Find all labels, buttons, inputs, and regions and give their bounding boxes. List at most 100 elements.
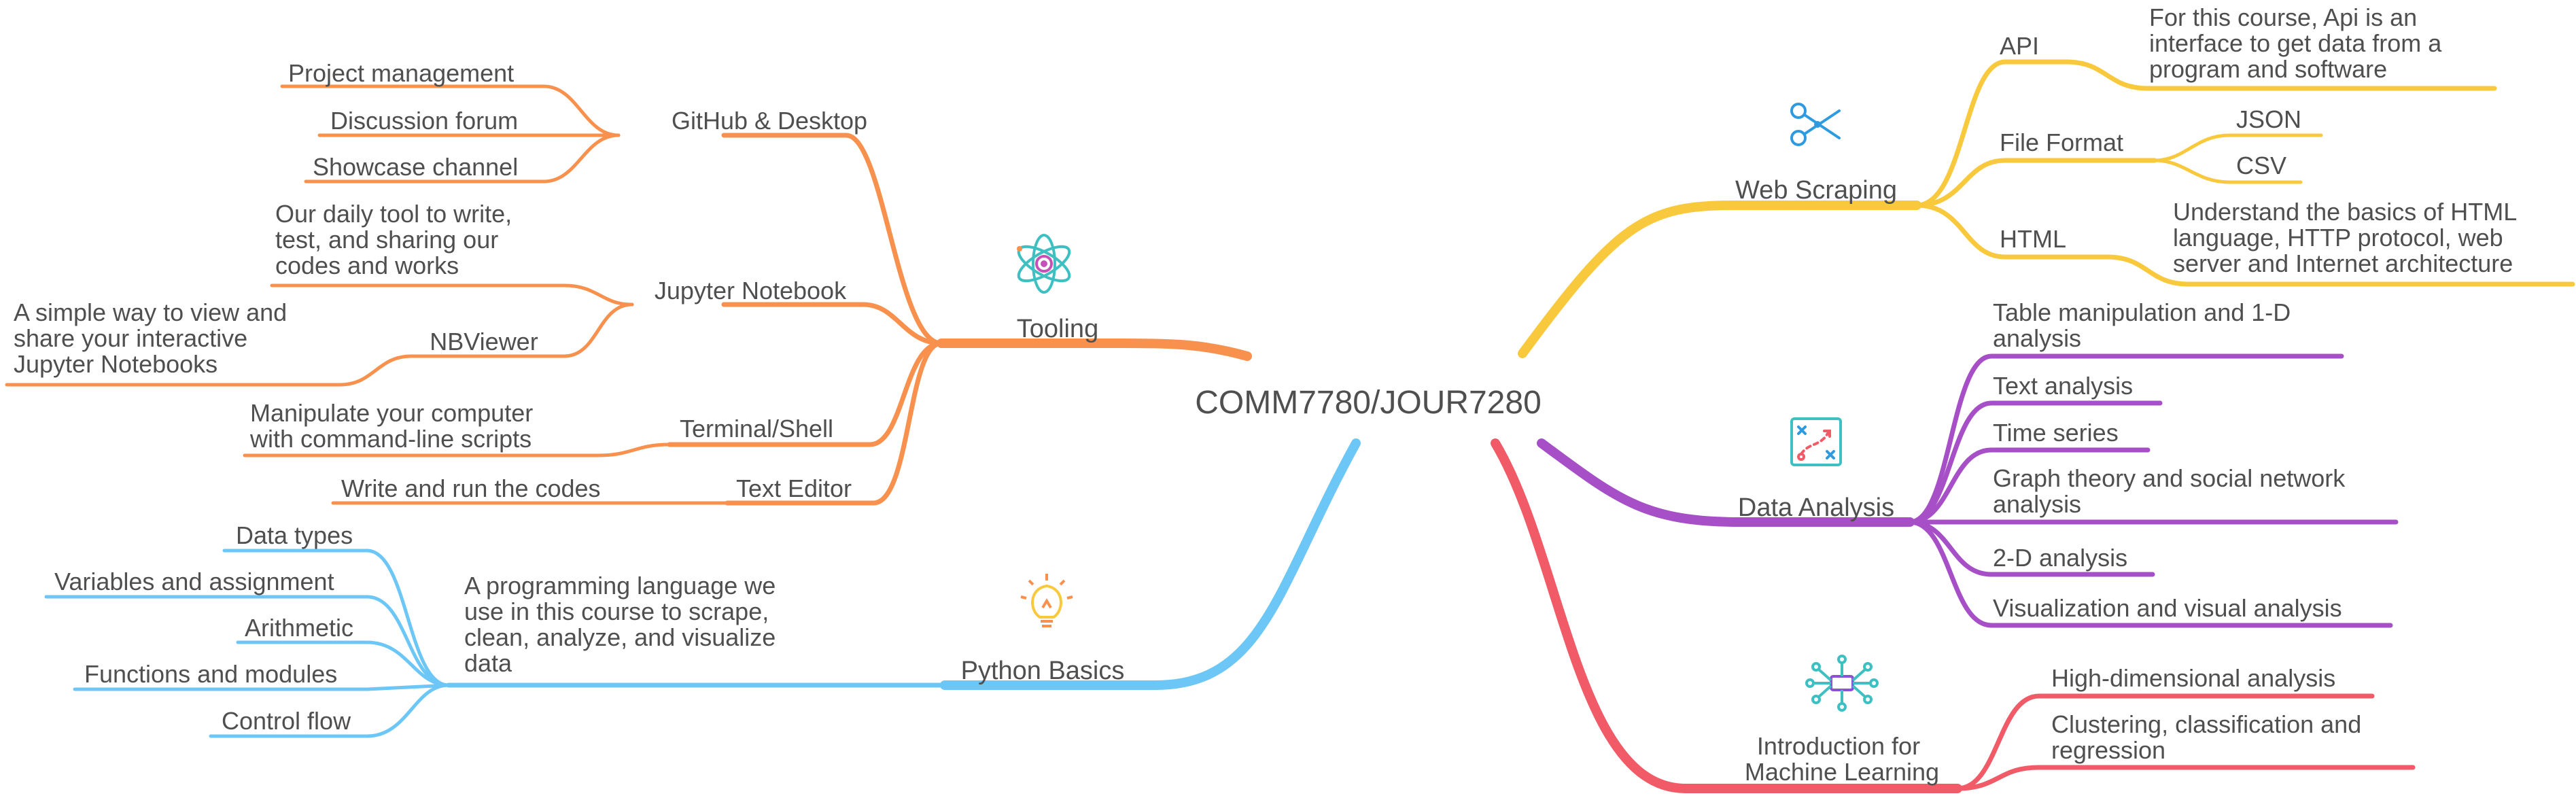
branch-analysis bbox=[1537, 353, 2399, 628]
analysis-item-table[interactable]: Table manipulation and 1-D analysis bbox=[1993, 298, 2297, 352]
analysis-item-line: analysis bbox=[1993, 490, 2081, 518]
connector-github-item3 bbox=[304, 133, 621, 184]
python-item-variables[interactable]: Variables and assignment bbox=[54, 568, 334, 595]
connector-jupyter-nbviewer bbox=[409, 302, 634, 358]
analysis-item-timeseries[interactable]: Time series bbox=[1993, 419, 2119, 447]
nbviewer-note-line: A simple way to view and bbox=[14, 298, 287, 326]
branch-ml bbox=[1491, 438, 2416, 793]
python-item-controlflow[interactable]: Control flow bbox=[222, 707, 351, 735]
topic-python[interactable]: Python Basics bbox=[961, 657, 1125, 685]
subtopic-github[interactable]: GitHub & Desktop bbox=[672, 107, 867, 135]
connector-tooling-github bbox=[721, 133, 944, 346]
terminal-note[interactable]: Manipulate your computer with command-li… bbox=[249, 399, 540, 453]
api-note[interactable]: For this course, Api is an interface to … bbox=[2149, 3, 2448, 83]
analysis-item-visualization[interactable]: Visualization and visual analysis bbox=[1993, 594, 2342, 622]
analysis-item-text[interactable]: Text analysis bbox=[1993, 372, 2133, 400]
connector-analysis-item6 bbox=[1907, 519, 2393, 628]
python-item-datatypes[interactable]: Data types bbox=[236, 521, 353, 549]
python-note[interactable]: A programming language we use in this co… bbox=[464, 572, 782, 677]
python-note-line: clean, analyze, and visualize bbox=[464, 623, 776, 651]
connector-center-analysis bbox=[1537, 438, 1915, 527]
branch-tooling bbox=[5, 84, 1252, 506]
connector-web-fileformat bbox=[1914, 158, 2157, 208]
connector-center-tooling bbox=[937, 339, 1252, 361]
connector-tooling-terminal bbox=[667, 341, 944, 447]
connector-python-item5 bbox=[209, 683, 451, 738]
jupyter-note[interactable]: Our daily tool to write, test, and shari… bbox=[275, 200, 519, 279]
python-item-functions[interactable]: Functions and modules bbox=[84, 660, 337, 688]
html-note-line: language, HTTP protocol, web bbox=[2173, 224, 2503, 251]
subtopic-editor[interactable]: Text Editor bbox=[736, 474, 852, 502]
jupyter-note-line: test, and sharing our bbox=[275, 226, 498, 254]
topic-tooling[interactable]: Tooling bbox=[1017, 315, 1098, 343]
jupyter-note-line: Our daily tool to write, bbox=[275, 200, 512, 228]
connector-analysis-item3 bbox=[1907, 447, 2151, 525]
nbviewer-note[interactable]: A simple way to view and share your inte… bbox=[14, 298, 294, 378]
strategy-board-icon bbox=[1790, 417, 1842, 466]
python-note-line: A programming language we bbox=[464, 572, 776, 600]
api-note-line: For this course, Api is an bbox=[2149, 3, 2417, 31]
ml-item-clustering[interactable]: Clustering, classification and regressio… bbox=[2051, 710, 2368, 764]
connector-nbviewer-note bbox=[5, 354, 413, 387]
scissors-icon bbox=[1790, 103, 1841, 146]
topic-ml[interactable]: Introduction for Machine Learning bbox=[1745, 732, 1939, 786]
connector-tooling-jupyter bbox=[721, 302, 944, 346]
topic-analysis[interactable]: Data Analysis bbox=[1738, 493, 1894, 522]
connector-web-html bbox=[1914, 203, 2575, 287]
topic-ml-line: Introduction for bbox=[1757, 732, 1920, 760]
connector-github-items bbox=[280, 84, 621, 137]
analysis-item-line: Graph theory and social network bbox=[1993, 464, 2346, 492]
api-note-line: program and software bbox=[2149, 55, 2387, 83]
editor-note[interactable]: Write and run the codes bbox=[341, 474, 601, 502]
fileformat-item-json[interactable]: JSON bbox=[2236, 105, 2301, 133]
connector-python-item1 bbox=[222, 549, 451, 687]
html-note[interactable]: Understand the basics of HTML language, … bbox=[2173, 198, 2523, 277]
fileformat-item-csv[interactable]: CSV bbox=[2236, 152, 2286, 179]
subtopic-terminal[interactable]: Terminal/Shell bbox=[680, 415, 833, 443]
analysis-item-line: analysis bbox=[1993, 324, 2081, 352]
jupyter-note-line: codes and works bbox=[275, 251, 459, 279]
github-item-showcase[interactable]: Showcase channel bbox=[313, 153, 518, 181]
branch-web bbox=[1518, 59, 2575, 358]
analysis-item-line: Table manipulation and 1-D bbox=[1993, 298, 2291, 326]
connector-terminal-note bbox=[243, 443, 672, 457]
api-note-line: interface to get data from a bbox=[2149, 29, 2442, 57]
branch-python bbox=[44, 438, 1361, 738]
github-item-forum[interactable]: Discussion forum bbox=[330, 107, 518, 135]
ml-item-highdim[interactable]: High-dimensional analysis bbox=[2051, 664, 2335, 692]
ml-item-line: Clustering, classification and bbox=[2051, 710, 2361, 738]
ml-item-line: regression bbox=[2051, 736, 2165, 764]
analysis-item-2d[interactable]: 2-D analysis bbox=[1993, 544, 2127, 572]
connector-center-web bbox=[1518, 201, 1921, 358]
python-note-line: use in this course to scrape, bbox=[464, 597, 769, 625]
connector-center-ml bbox=[1491, 438, 1962, 793]
lightbulb-icon bbox=[1020, 574, 1073, 627]
terminal-note-line: Manipulate your computer bbox=[250, 399, 533, 427]
connector-ml-item1 bbox=[1955, 693, 2375, 791]
connector-web-api bbox=[1914, 59, 2497, 208]
github-item-project[interactable]: Project management bbox=[288, 59, 514, 87]
html-note-line: server and Internet architecture bbox=[2173, 249, 2513, 277]
connector-tooling-editor bbox=[725, 341, 944, 506]
subtopic-api[interactable]: API bbox=[2000, 32, 2039, 60]
connector-jupyter-note bbox=[270, 283, 634, 307]
atom-icon bbox=[1017, 234, 1071, 294]
nbviewer-note-line: Jupyter Notebooks bbox=[14, 350, 217, 378]
connector-python-item4 bbox=[73, 683, 451, 691]
topic-ml-line: Machine Learning bbox=[1745, 758, 1939, 786]
network-icon bbox=[1805, 655, 1879, 712]
python-note-line: data bbox=[464, 649, 512, 677]
subtopic-nbviewer[interactable]: NBViewer bbox=[430, 328, 538, 355]
nbviewer-note-line: share your interactive bbox=[14, 324, 247, 352]
python-item-arithmetic[interactable]: Arithmetic bbox=[245, 614, 353, 642]
terminal-note-line: with command-line scripts bbox=[249, 425, 532, 453]
connector-python-item3 bbox=[236, 640, 451, 687]
subtopic-html[interactable]: HTML bbox=[2000, 225, 2066, 253]
topic-web[interactable]: Web Scraping bbox=[1735, 176, 1897, 205]
analysis-item-graph[interactable]: Graph theory and social network analysis bbox=[1993, 464, 2352, 518]
subtopic-jupyter[interactable]: Jupyter Notebook bbox=[655, 277, 847, 305]
center-topic[interactable]: COMM7780/JOUR7280 bbox=[1195, 385, 1542, 421]
subtopic-fileformat[interactable]: File Format bbox=[2000, 128, 2123, 156]
connector-ml-item2 bbox=[1955, 765, 2416, 791]
